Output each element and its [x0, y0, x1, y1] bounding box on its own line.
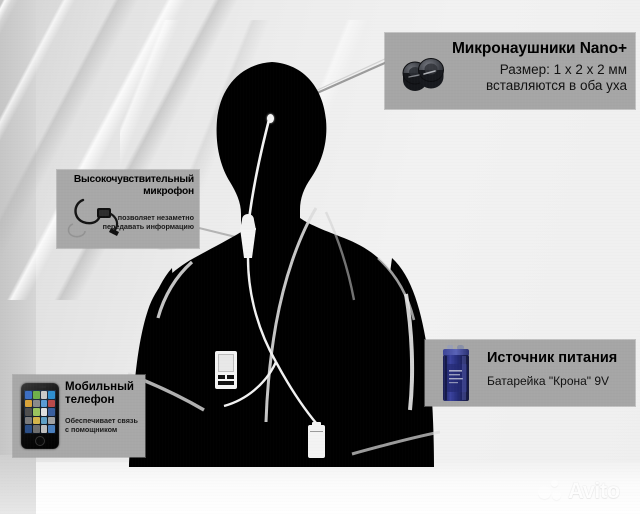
label-phone-title-line1: Мобильный: [65, 381, 134, 393]
label-microphone-title-line2: микрофон: [143, 185, 194, 197]
label-microphone[interactable]: Высокочувствительный микрофон позволяет …: [57, 170, 199, 248]
label-battery-title: Источник питания: [487, 350, 618, 366]
body-phone: [215, 351, 237, 389]
phone-speaker: [34, 386, 46, 388]
label-nano-title: Микронаушники Nano+: [451, 40, 627, 57]
label-microphone-sub-line1: позволяет незаметно: [117, 213, 194, 222]
avito-wordmark: Avito: [568, 478, 620, 503]
body-phone-screen: [218, 354, 234, 372]
label-phone-title-line2: телефон: [65, 393, 115, 406]
label-battery-subtitle: Батарейка "Крона" 9V: [487, 374, 610, 388]
label-microphone-title: Высокочувствительный микрофон: [62, 174, 194, 197]
label-mobile-phone[interactable]: Мобильный телефон Обеспечивает связь с п…: [13, 375, 145, 457]
phone-screen: [24, 390, 56, 434]
label-nano-sub-line1: Размер: 1 x 2 x 2 мм: [499, 62, 627, 77]
background-bottom-band: [0, 462, 640, 514]
avito-dot-top: [551, 480, 558, 487]
earpiece-pods-icon: [395, 49, 451, 93]
mobile-phone-icon: [21, 383, 59, 449]
body-battery-line: [310, 431, 323, 432]
label-power-source[interactable]: Источник питания Батарейка "Крона" 9V: [425, 340, 635, 406]
microphone-clip-icon: [65, 194, 127, 242]
body-phone-key-3: [218, 381, 234, 385]
avito-watermark: Avito: [538, 477, 634, 507]
ear-nano-earpiece: [267, 114, 274, 123]
body-phone-key-2: [227, 375, 234, 379]
label-nano-sub-line2: вставляются в оба уха: [486, 78, 627, 94]
phone-home-button: [35, 436, 45, 446]
label-phone-title: Мобильный телефон: [65, 381, 145, 407]
label-microphone-title-line1: Высокочувствительный: [73, 174, 194, 185]
label-nano-subtitle: Размер: 1 x 2 x 2 мм вставляются в оба у…: [422, 62, 627, 94]
body-battery-terminal: [312, 422, 321, 426]
body-battery: [308, 422, 325, 458]
man-silhouette: [120, 62, 440, 467]
avito-dot-right: [552, 491, 561, 500]
label-microphone-sub-line2: передавать информацию: [102, 221, 194, 231]
avito-dot-large: [538, 486, 551, 499]
label-nano-earphones[interactable]: Микронаушники Nano+ Размер: 1 x 2 x 2 мм…: [385, 33, 635, 109]
label-phone-subtitle: Обеспечивает связь с помощником: [65, 416, 143, 434]
background-left-bottom: [0, 455, 36, 514]
battery-9v-icon: [439, 344, 473, 402]
label-microphone-subtitle: позволяет незаметно передавать информаци…: [84, 213, 194, 231]
label-phone-sub-line1: Обеспечивает связь: [65, 416, 138, 425]
body-phone-key-1: [218, 375, 225, 379]
label-phone-sub-line2: с помощником: [65, 424, 118, 434]
